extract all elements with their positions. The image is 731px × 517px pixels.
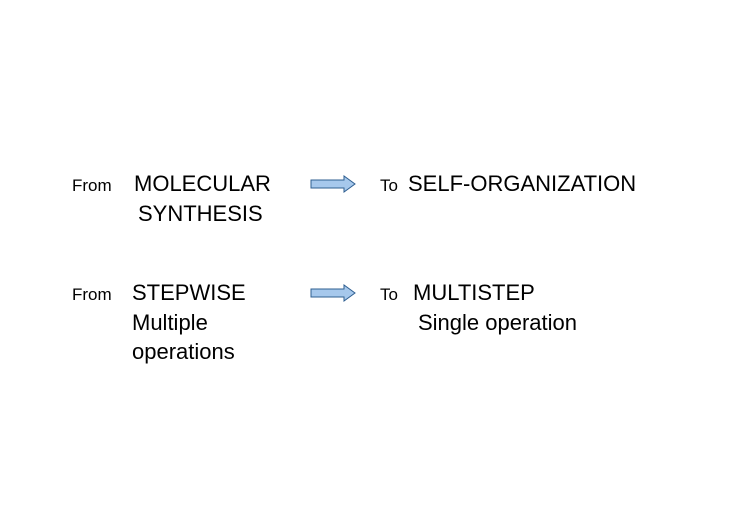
row-1-from-label: From [72,176,112,195]
row-2-to-line-1: MULTISTEP [413,280,535,305]
row-1-to-line-1: SELF-ORGANIZATION [408,171,637,196]
row-2-from-line-2: Multiple [132,310,208,335]
right-arrow-icon [310,284,356,302]
row-2-from-line-3: operations [132,339,235,364]
row-1-from-line-2: SYNTHESIS [138,201,263,226]
row-2-from-label: From [72,285,112,304]
row-1-from-line-1: MOLECULAR [134,171,271,196]
row-2-to-line-2: Single operation [418,310,578,335]
row-2-from-line-1: STEPWISE [132,280,246,305]
row-2-to-label: To [380,285,398,304]
right-arrow-icon [310,175,356,193]
row-1-to-label: To [380,176,398,195]
